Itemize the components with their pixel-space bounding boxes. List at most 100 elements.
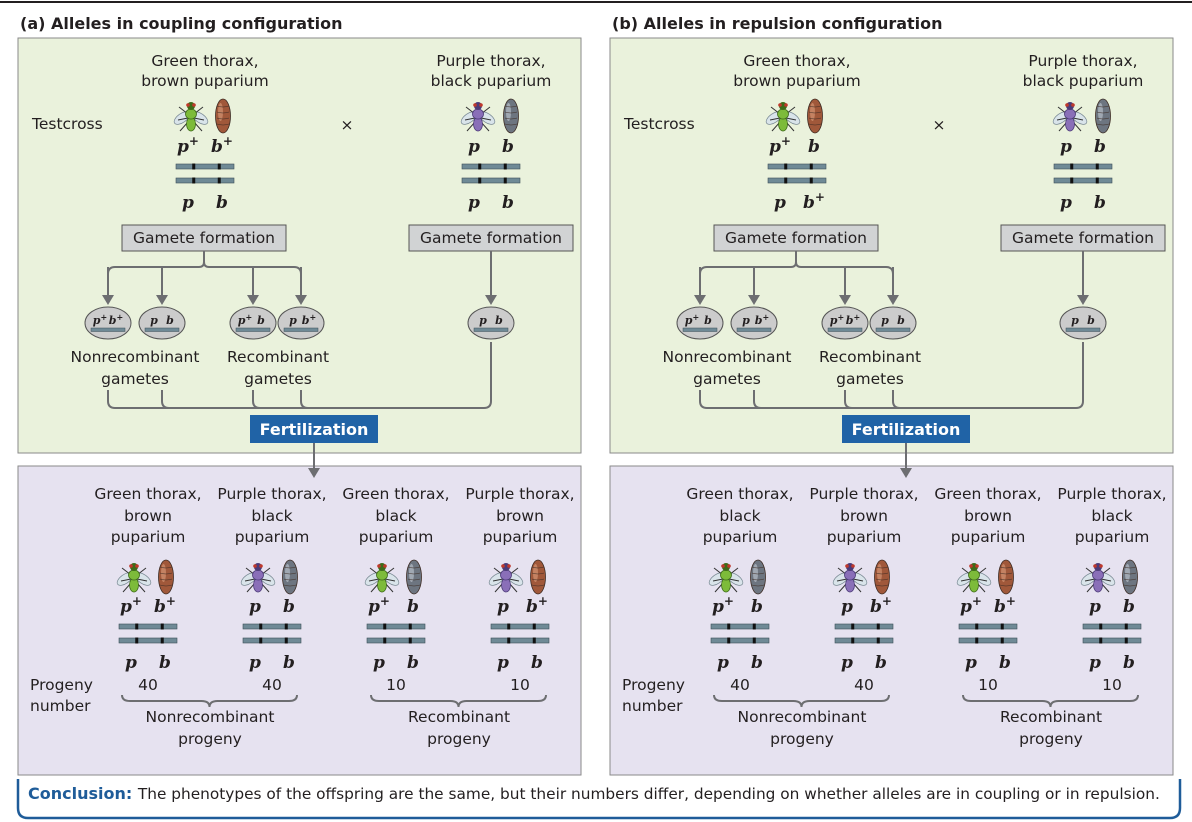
fertilization-box: [250, 415, 378, 443]
locus-p: [135, 623, 139, 630]
pupa-segment: [407, 566, 421, 569]
gamete-icon: p+b: [229, 306, 277, 340]
pupa-segment: [283, 572, 297, 575]
eye: [253, 564, 257, 568]
progeny-label: black: [1091, 507, 1132, 525]
allele-label: b: [897, 314, 905, 327]
allele-label: p: [249, 597, 261, 617]
brown-puparium-icon: [215, 98, 231, 134]
fertilization-box: [842, 415, 970, 443]
collect-line: [699, 342, 1084, 409]
parent2-label: Purple thorax,: [436, 52, 545, 70]
collect-line: [753, 390, 762, 409]
cross-symbol: ×: [341, 116, 354, 134]
chromosome: [958, 637, 1018, 644]
locus-p: [383, 637, 387, 644]
allele-label: p: [774, 193, 786, 213]
brown-puparium-icon: [530, 559, 546, 595]
thorax: [777, 108, 789, 120]
progeny-label: black: [719, 507, 760, 525]
allele-label: b: [257, 314, 265, 327]
locus-p: [192, 177, 196, 184]
locus-b: [503, 177, 507, 184]
progeny-label: puparium: [483, 528, 558, 546]
progeny-label: Green thorax,: [686, 485, 793, 503]
purple-fly-icon: [488, 563, 524, 593]
leg: [508, 578, 520, 582]
eye: [186, 103, 190, 107]
pupa-body: [530, 559, 546, 595]
pupa-segment: [407, 578, 421, 581]
parent2-label: Purple thorax,: [1028, 52, 1137, 70]
pupa-segment: [504, 105, 518, 108]
leg: [464, 117, 476, 121]
locus-b: [284, 623, 288, 630]
allele-label: p: [150, 314, 158, 327]
pupa-segment: [875, 572, 889, 575]
allele-label: p: [841, 653, 853, 673]
locus-b: [160, 623, 164, 630]
locus-p: [478, 163, 482, 170]
locus-p: [975, 623, 979, 630]
progeny-label: black: [251, 507, 292, 525]
pupa-segment: [1123, 566, 1137, 569]
progeny-label: puparium: [827, 528, 902, 546]
pupa-segment: [808, 117, 822, 120]
pupa-segment: [159, 578, 173, 581]
chromosome: [834, 637, 894, 644]
locus-p: [1070, 163, 1074, 170]
testcross-label: Testcross: [31, 115, 103, 133]
chromosome: [958, 623, 1018, 630]
chromosome: [473, 327, 509, 332]
gamete-oval: [467, 306, 515, 340]
progeny-number: 40: [262, 676, 282, 694]
allele-label: b: [531, 653, 543, 673]
chromosome: [834, 623, 894, 630]
pupa-body: [874, 559, 890, 595]
black-puparium-icon: [750, 559, 766, 595]
pupa-highlight: [218, 103, 223, 121]
locus-p: [851, 637, 855, 644]
pupa-segment: [531, 584, 545, 587]
purple-fly-icon: [240, 563, 276, 593]
chromosome: [490, 637, 550, 644]
gamete-formation-label: Gamete formation: [1012, 229, 1154, 247]
eye: [135, 564, 139, 568]
progeny-label: Green thorax,: [934, 485, 1041, 503]
chromosome: [1082, 637, 1142, 644]
allele-label: p: [497, 597, 509, 617]
allele-label: b: [1094, 137, 1106, 157]
pupa-segment: [1096, 117, 1110, 120]
chromosome: [490, 623, 550, 630]
allele-label: b: [166, 314, 174, 327]
pupa-segment: [751, 572, 765, 575]
thorax: [500, 569, 512, 581]
locus-b: [809, 163, 813, 170]
progeny-label: Purple thorax,: [465, 485, 574, 503]
pupa-body: [503, 98, 519, 134]
progeny-number: 10: [978, 676, 998, 694]
arrow-head: [485, 295, 497, 305]
gamete-formation-box: [121, 224, 287, 252]
eye: [501, 564, 505, 568]
chromosome: [144, 327, 180, 332]
parent1-label: brown puparium: [733, 72, 860, 90]
chromosome: [461, 177, 521, 184]
recombinant-gametes-label: Recombinant: [819, 348, 921, 366]
allele-label: p: [965, 653, 977, 673]
thorax: [844, 569, 856, 581]
cross-symbol: ×: [933, 116, 946, 134]
eye: [192, 103, 196, 107]
chromosome: [710, 637, 770, 644]
allele-label: p: [717, 653, 729, 673]
locus-b: [503, 163, 507, 170]
locus-p: [192, 163, 196, 170]
pupa-segment: [875, 566, 889, 569]
pupa-highlight: [1125, 564, 1130, 582]
black-puparium-icon: [282, 559, 298, 595]
leg: [384, 578, 396, 582]
leg: [480, 117, 492, 121]
